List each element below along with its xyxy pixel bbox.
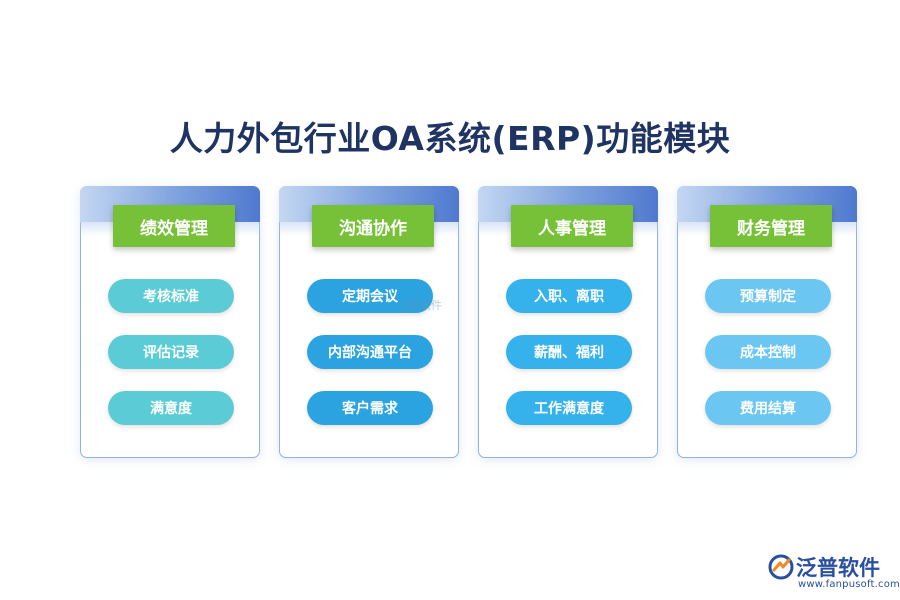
module-item: 满意度 <box>108 391 234 425</box>
module-header: 绩效管理 <box>113 205 235 247</box>
brand-name: 泛普软件 <box>796 556 880 580</box>
module-item: 评估记录 <box>108 335 234 369</box>
module-header: 财务管理 <box>710 205 832 247</box>
module-item: 入职、离职 <box>506 279 632 313</box>
module-item: 成本控制 <box>705 335 831 369</box>
module-item: 费用结算 <box>705 391 831 425</box>
fanpu-logo-icon <box>768 554 794 580</box>
module-header: 人事管理 <box>511 205 633 247</box>
module-card-hr: 人事管理 入职、离职 薪酬、福利 工作满意度 <box>478 186 658 458</box>
module-header: 沟通协作 <box>312 205 434 247</box>
module-item: 客户需求 <box>307 391 433 425</box>
module-item: 定期会议 <box>307 279 433 313</box>
brand-logo: 泛普软件 www.fanpusoft.com <box>768 552 900 592</box>
module-card-communication: 沟通协作 定期会议 内部沟通平台 客户需求 <box>279 186 459 458</box>
page-title: 人力外包行业OA系统(ERP)功能模块 <box>169 119 731 158</box>
module-item: 薪酬、福利 <box>506 335 632 369</box>
module-item: 内部沟通平台 <box>307 335 433 369</box>
module-card-finance: 财务管理 预算制定 成本控制 费用结算 <box>677 186 857 458</box>
module-item: 工作满意度 <box>506 391 632 425</box>
brand-url: www.fanpusoft.com <box>798 579 900 590</box>
module-item: 预算制定 <box>705 279 831 313</box>
module-item: 考核标准 <box>108 279 234 313</box>
module-card-performance: 绩效管理 考核标准 评估记录 满意度 <box>80 186 260 458</box>
